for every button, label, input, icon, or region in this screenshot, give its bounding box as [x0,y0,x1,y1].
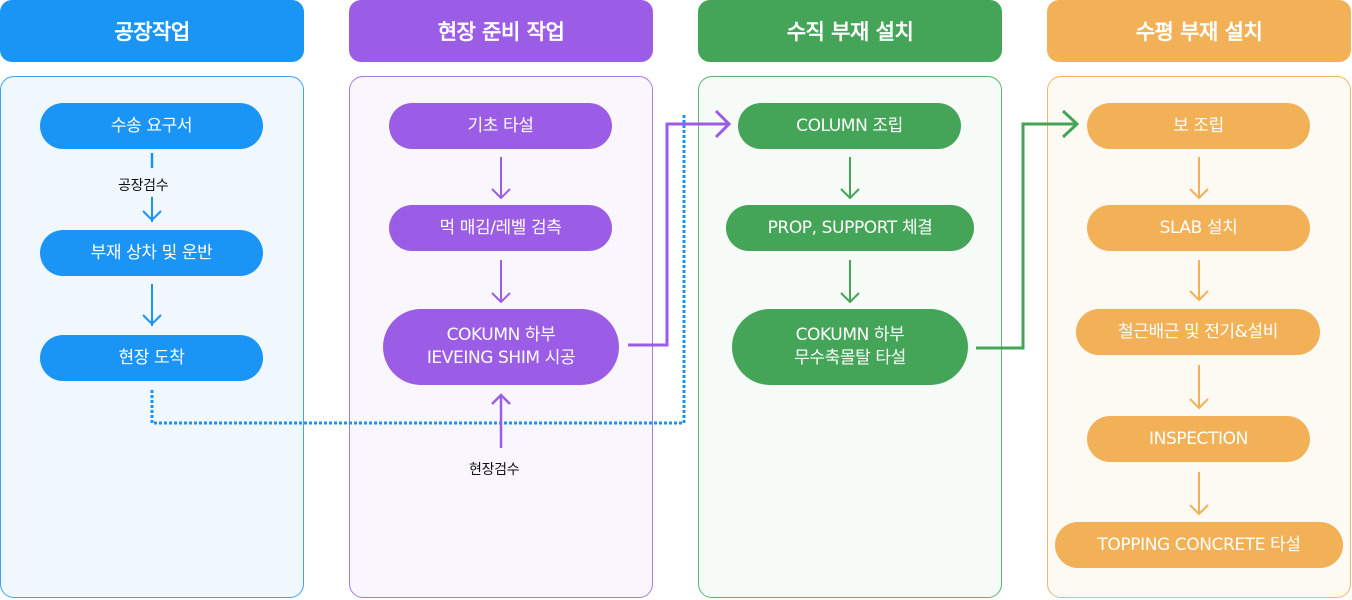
node-line: COKUMN 하부 [795,325,905,345]
node-line: COKUMN 하부 [446,325,556,345]
node-prop-support: PROP, SUPPORT 체결 [726,205,974,251]
header-horizontal-install: 수평 부재 설치 [1047,0,1351,62]
node-beam-assembly: 보 조립 [1087,103,1310,149]
node-foundation-pour: 기초 타설 [389,103,612,149]
header-vertical-install: 수직 부재 설치 [698,0,1002,62]
node-inspection: INSPECTION [1087,416,1310,462]
node-transport-request: 수송 요구서 [40,103,263,149]
node-loading-transport: 부재 상차 및 운반 [40,230,263,276]
annotation-factory-inspection: 공장검수 [118,178,169,194]
header-factory-work: 공장작업 [0,0,304,62]
node-line: 무수축몰탈 타설 [794,348,906,368]
node-marking-level: 먹 매김/레벨 검측 [389,205,612,251]
node-slab-install: SLAB 설치 [1087,205,1310,251]
node-rebar-mep: 철근배근 및 전기&설비 [1076,309,1320,355]
node-site-arrival: 현장 도착 [40,335,263,381]
node-column-assembly: COLUMN 조립 [738,103,961,149]
node-grout-pour: COKUMN 하부 무수축몰탈 타설 [732,309,968,385]
annotation-site-inspection: 현장검수 [469,462,520,478]
node-topping-concrete: TOPPING CONCRETE 타설 [1055,522,1343,568]
header-site-prep: 현장 준비 작업 [349,0,653,62]
node-line: IEVEING SHIM 시공 [426,348,576,368]
node-leveling-shim: COKUMN 하부 IEVEING SHIM 시공 [383,309,619,385]
